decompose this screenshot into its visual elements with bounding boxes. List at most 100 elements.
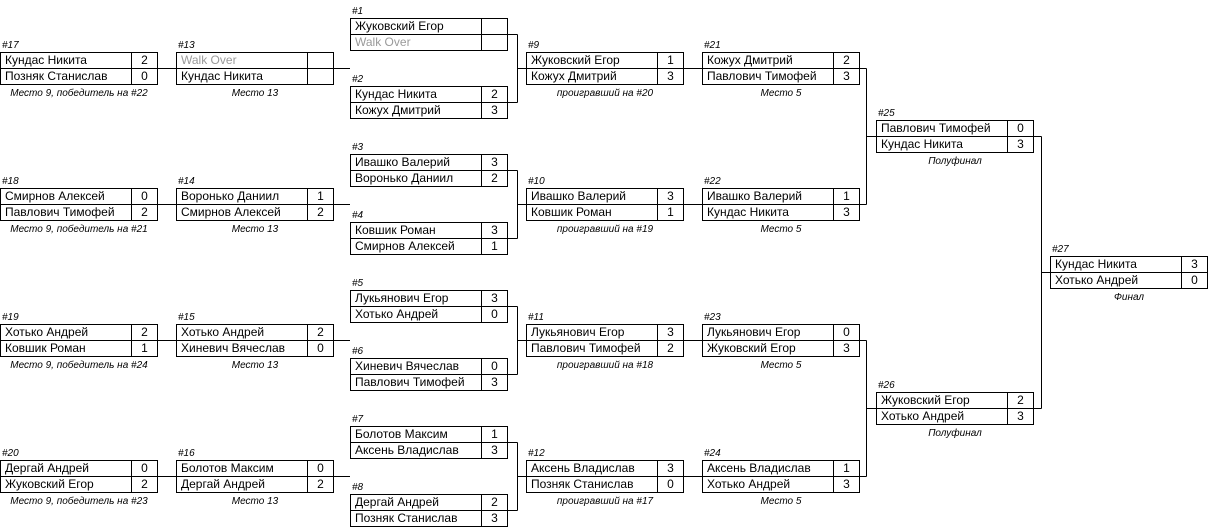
player-score: 2 bbox=[131, 204, 158, 221]
player-name: Хотько Андрей bbox=[702, 476, 834, 493]
player-name: Павлович Тимофей bbox=[0, 204, 132, 221]
player-score: 2 bbox=[307, 324, 334, 341]
match-number: #2 bbox=[352, 74, 364, 85]
player-score: 2 bbox=[833, 52, 860, 69]
player-name: Воронько Даниил bbox=[350, 170, 482, 187]
player-score: 3 bbox=[657, 188, 684, 205]
player-score: 3 bbox=[481, 374, 508, 391]
match-number: #25 bbox=[878, 108, 895, 119]
player-name: Аксень Владислав bbox=[702, 460, 834, 477]
player-name: Кожух Дмитрий bbox=[350, 102, 482, 119]
player-score: 1 bbox=[833, 460, 860, 477]
player-score: 1 bbox=[307, 188, 334, 205]
player-score: 2 bbox=[307, 476, 334, 493]
match-note: Место 13 bbox=[231, 360, 279, 371]
match-number: #17 bbox=[2, 40, 19, 51]
match-note: проигравший на #17 bbox=[556, 496, 654, 507]
match-number: #24 bbox=[704, 448, 721, 459]
player-score: 2 bbox=[481, 170, 508, 187]
match-note: Место 13 bbox=[231, 88, 279, 99]
player-score bbox=[307, 68, 334, 85]
player-score: 0 bbox=[131, 460, 158, 477]
match-number: #7 bbox=[352, 414, 364, 425]
player-name: Ковшик Роман bbox=[0, 340, 132, 357]
player-score bbox=[481, 34, 508, 51]
player-name: Ивашко Валерий bbox=[702, 188, 834, 205]
match-number: #15 bbox=[178, 312, 195, 323]
player-score: 0 bbox=[1007, 120, 1034, 137]
player-name: Лукьянович Егор bbox=[526, 324, 658, 341]
match-note: Место 9, победитель на #21 bbox=[10, 224, 148, 235]
match-note: Полуфинал bbox=[928, 428, 982, 439]
player-score: 1 bbox=[481, 426, 508, 443]
player-name: Аксень Владислав bbox=[350, 442, 482, 459]
match-note: Место 5 bbox=[760, 88, 802, 99]
player-score: 2 bbox=[481, 86, 508, 103]
match-number: #11 bbox=[528, 312, 544, 323]
player-name: Кундас Никита bbox=[702, 204, 834, 221]
player-score: 2 bbox=[131, 324, 158, 341]
player-name: Павлович Тимофей bbox=[350, 374, 482, 391]
match-note: проигравший на #18 bbox=[556, 360, 654, 371]
player-name: Жуковский Егор bbox=[702, 340, 834, 357]
player-score: 0 bbox=[131, 188, 158, 205]
player-name: Смирнов Алексей bbox=[0, 188, 132, 205]
player-score: 0 bbox=[481, 306, 508, 323]
player-score: 2 bbox=[1007, 392, 1034, 409]
match-number: #21 bbox=[704, 40, 721, 51]
player-name: Позняк Станислав bbox=[350, 510, 482, 527]
player-score: 0 bbox=[833, 324, 860, 341]
player-name: Кундас Никита bbox=[0, 52, 132, 69]
player-name: Болотов Максим bbox=[350, 426, 482, 443]
match-number: #14 bbox=[178, 176, 195, 187]
player-score: 0 bbox=[307, 460, 334, 477]
player-name: Кожух Дмитрий bbox=[526, 68, 658, 85]
player-score: 1 bbox=[657, 52, 684, 69]
player-name: Болотов Максим bbox=[176, 460, 308, 477]
player-name: Дергай Андрей bbox=[0, 460, 132, 477]
match-note: проигравший на #20 bbox=[556, 88, 654, 99]
player-score: 1 bbox=[481, 238, 508, 255]
match-number: #12 bbox=[528, 448, 545, 459]
match-number: #13 bbox=[178, 40, 195, 51]
player-name: Хотько Андрей bbox=[876, 408, 1008, 425]
player-name: Кундас Никита bbox=[1050, 256, 1182, 273]
match-note: Место 9, победитель на #22 bbox=[10, 88, 148, 99]
player-score: 3 bbox=[833, 68, 860, 85]
player-score: 3 bbox=[833, 476, 860, 493]
match-note: Место 9, победитель на #24 bbox=[10, 360, 148, 371]
player-name: Павлович Тимофей bbox=[526, 340, 658, 357]
player-score bbox=[481, 18, 508, 35]
player-score: 0 bbox=[657, 476, 684, 493]
player-score: 3 bbox=[657, 68, 684, 85]
player-score: 1 bbox=[657, 204, 684, 221]
player-name: Жуковский Егор bbox=[526, 52, 658, 69]
match-number: #6 bbox=[352, 346, 364, 357]
player-score: 1 bbox=[833, 188, 860, 205]
player-name: Воронько Даниил bbox=[176, 188, 308, 205]
match-number: #20 bbox=[2, 448, 19, 459]
match-number: #9 bbox=[528, 40, 540, 51]
player-name: Смирнов Алексей bbox=[350, 238, 482, 255]
player-name: Хотько Андрей bbox=[1050, 272, 1182, 289]
player-score: 2 bbox=[131, 476, 158, 493]
player-name: Хотько Андрей bbox=[0, 324, 132, 341]
match-number: #4 bbox=[352, 210, 364, 221]
match-note: Место 13 bbox=[231, 496, 279, 507]
player-name: Walk Over bbox=[350, 34, 482, 51]
player-score: 3 bbox=[481, 154, 508, 171]
player-score: 3 bbox=[481, 102, 508, 119]
